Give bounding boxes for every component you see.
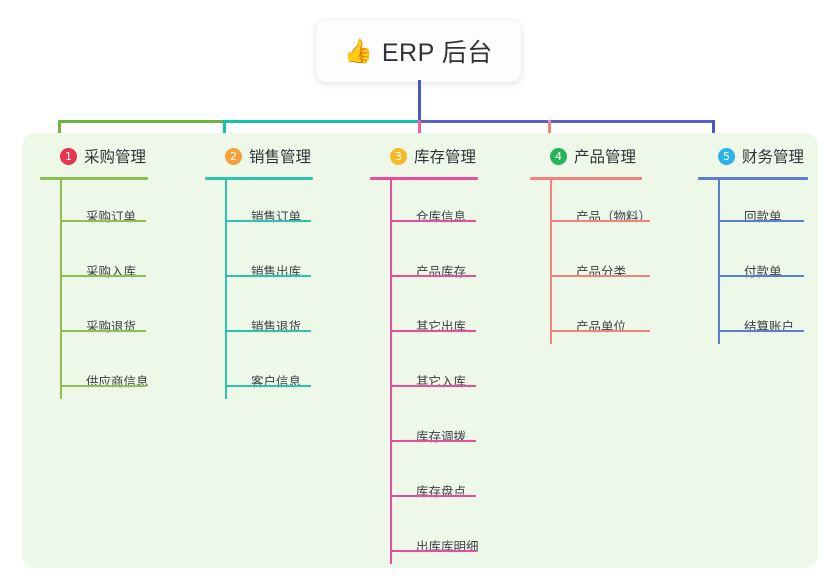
column-title: 库存管理 <box>414 149 477 166</box>
leaf-spine <box>550 180 552 344</box>
column-header-5[interactable]: 5 财务管理 <box>698 144 808 168</box>
trunk-line <box>417 80 421 123</box>
leaf-rule <box>718 330 804 332</box>
leaf-spine <box>718 180 720 344</box>
leaf-item[interactable]: 产品（物料） <box>576 210 652 224</box>
leaf-item[interactable]: 销售退货 <box>251 320 302 334</box>
leaf-rule <box>550 330 650 332</box>
leaf-rule <box>225 220 311 222</box>
leaf-rule <box>390 330 476 332</box>
leaf-item[interactable]: 仓库信息 <box>416 210 467 224</box>
page-title: ERP 后台 <box>381 39 493 67</box>
leaf-rule <box>225 275 311 277</box>
column-header-rule <box>370 177 478 180</box>
leaf-item[interactable]: 采购入库 <box>86 265 137 279</box>
leaf-rule <box>718 220 804 222</box>
leaf-rule <box>718 275 804 277</box>
leaf-list: 回款单付款单结算账户 <box>718 180 808 346</box>
leaf-item[interactable]: 销售订单 <box>251 210 302 224</box>
branch-column-3: 3 库存管理仓库信息产品库存其它出库其它入库库存调拨库存盘点出库库明细 <box>370 144 479 566</box>
leaf-list: 采购订单采购入库采购退货供应商信息 <box>60 180 149 401</box>
root-title-card[interactable]: 👍 ERP 后台 <box>316 20 521 82</box>
leaf-rule <box>390 220 476 222</box>
column-badge-icon: 2 <box>225 147 242 165</box>
leaf-item[interactable]: 产品库存 <box>416 265 467 279</box>
branch-column-1: 1 采购管理采购订单采购入库采购退货供应商信息 <box>40 144 149 401</box>
column-title: 销售管理 <box>249 149 312 166</box>
leaf-item[interactable]: 回款单 <box>744 210 782 224</box>
leaf-rule <box>60 385 146 387</box>
column-badge-icon: 4 <box>550 147 567 165</box>
leaf-item[interactable]: 销售出库 <box>251 265 302 279</box>
bus-segment-right <box>419 120 715 123</box>
column-badge-icon: 1 <box>60 147 77 165</box>
column-title: 财务管理 <box>742 149 805 166</box>
column-title: 采购管理 <box>84 149 147 166</box>
leaf-item[interactable]: 库存盘点 <box>416 485 467 499</box>
leaf-item[interactable]: 其它入库 <box>416 375 467 389</box>
leaf-rule <box>550 275 650 277</box>
leaf-rule <box>60 220 146 222</box>
leaf-rule <box>390 550 476 552</box>
leaf-item[interactable]: 产品分类 <box>576 265 627 279</box>
leaf-list: 销售订单销售出库销售退货客户信息 <box>225 180 313 401</box>
leaf-rule <box>550 220 650 222</box>
leaf-item[interactable]: 付款单 <box>744 265 782 279</box>
leaf-rule <box>390 440 476 442</box>
leaf-rule <box>60 275 146 277</box>
leaf-rule <box>225 385 311 387</box>
column-header-rule <box>205 177 313 180</box>
column-header-2[interactable]: 2 销售管理 <box>205 144 313 168</box>
column-header-1[interactable]: 1 采购管理 <box>40 144 148 168</box>
column-header-3[interactable]: 3 库存管理 <box>370 144 478 168</box>
leaf-item[interactable]: 采购退货 <box>86 320 137 334</box>
thumbs-up-emoji: 👍 <box>344 37 373 64</box>
branch-column-2: 2 销售管理销售订单销售出库销售退货客户信息 <box>205 144 313 401</box>
leaf-item[interactable]: 客户信息 <box>251 375 302 389</box>
leaf-list: 仓库信息产品库存其它出库其它入库库存调拨库存盘点出库库明细 <box>390 180 479 566</box>
leaf-rule <box>390 275 476 277</box>
bus-segment-mid <box>224 120 419 123</box>
column-header-rule <box>530 177 642 180</box>
column-badge-icon: 3 <box>390 147 407 165</box>
bus-segment-left <box>57 120 224 123</box>
leaf-rule <box>390 385 476 387</box>
column-badge-icon: 5 <box>718 147 735 165</box>
column-title: 产品管理 <box>574 149 637 166</box>
leaf-spine <box>225 180 227 399</box>
leaf-rule <box>390 495 476 497</box>
leaf-item[interactable]: 出库库明细 <box>416 540 479 554</box>
leaf-list: 产品（物料） 产品分类产品单位 <box>550 180 651 346</box>
leaf-item[interactable]: 产品单位 <box>576 320 627 334</box>
column-header-4[interactable]: 4 产品管理 <box>530 144 642 168</box>
column-header-rule <box>40 177 148 180</box>
leaf-rule <box>225 330 311 332</box>
leaf-item[interactable]: 结算账户 <box>744 320 795 334</box>
leaf-item[interactable]: 其它出库 <box>416 320 467 334</box>
branch-column-5: 5 财务管理回款单付款单结算账户 <box>698 144 808 346</box>
leaf-rule <box>60 330 146 332</box>
leaf-item[interactable]: 供应商信息 <box>86 375 149 389</box>
column-header-rule <box>698 177 808 180</box>
leaf-spine <box>60 180 62 399</box>
branch-column-4: 4 产品管理产品（物料） 产品分类产品单位 <box>530 144 651 346</box>
leaf-spine <box>390 180 392 564</box>
leaf-item[interactable]: 库存调拨 <box>416 430 467 444</box>
leaf-item[interactable]: 采购订单 <box>86 210 137 224</box>
